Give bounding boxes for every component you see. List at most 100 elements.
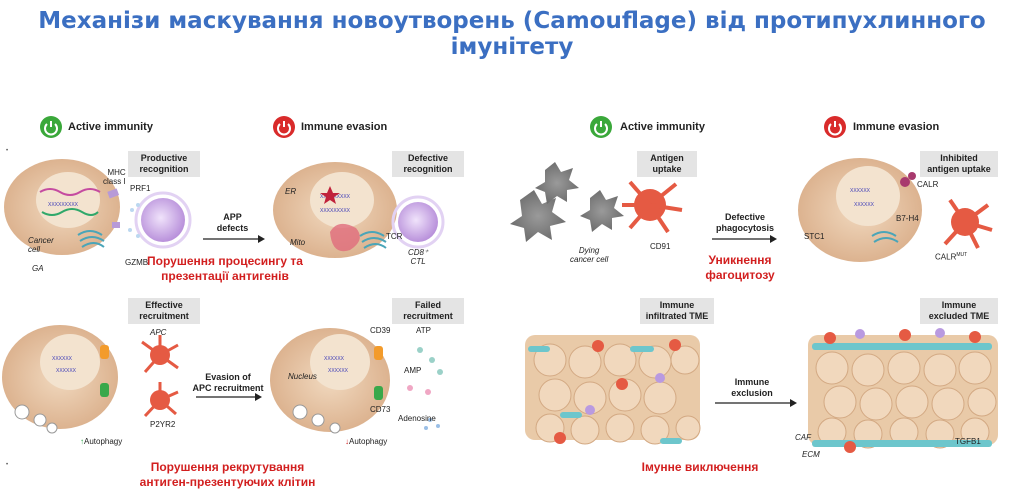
label-prf1: PRF1 bbox=[130, 184, 151, 193]
box-line: recognition bbox=[139, 164, 189, 174]
box-line: Productive bbox=[140, 153, 188, 163]
cancer-cell-productive: XXXXXXXXX bbox=[4, 159, 120, 255]
box-line: Immune bbox=[941, 300, 977, 310]
box-productive-recognition: Productive recognition bbox=[128, 151, 200, 177]
label-autophagy-up: ↑Autophagy bbox=[80, 437, 122, 446]
label-mhc: MHC class I bbox=[103, 168, 126, 186]
caption-phagocytosis: Уникнення фагоцитозу bbox=[705, 253, 775, 282]
box-line: Inhibited bbox=[940, 153, 978, 163]
arrow-label-defective-phagocytosis: Defective phagocytosis bbox=[706, 212, 784, 234]
label-caf: CAF bbox=[795, 433, 811, 442]
power-off-icon bbox=[273, 116, 295, 138]
label-cd8-ctl: CD8⁺ CTL bbox=[408, 248, 428, 266]
label-line: cancer cell bbox=[570, 255, 609, 264]
label-cancer-cell: Cancer cell bbox=[28, 236, 54, 254]
label-tgfb1: TGFB1 bbox=[955, 437, 981, 446]
arrow-up-icon: ↑ bbox=[80, 437, 84, 446]
label-autophagy-down: ↓Autophagy bbox=[345, 437, 387, 446]
box-defective-recognition: Defective recognition bbox=[392, 151, 464, 177]
arrow-line: exclusion bbox=[731, 388, 773, 398]
svg-text:XXXXXX: XXXXXX bbox=[52, 356, 73, 362]
box-line: recruitment bbox=[139, 311, 189, 321]
apc-dendritic-cell bbox=[141, 335, 179, 418]
arrow-label-evasion-apc: Evasion of APC recruitment bbox=[188, 372, 268, 394]
cancer-cell-inhibited-uptake: XXXXXX XXXXXX bbox=[798, 158, 922, 262]
caption-line: антиген-презентуючих клітин bbox=[139, 475, 316, 489]
header-immune-evasion: Immune evasion bbox=[853, 121, 940, 133]
label-line: Dying bbox=[578, 246, 600, 255]
caption-immune-exclusion: Імунне виключення bbox=[641, 460, 759, 474]
caption-line: презентації антигенів bbox=[161, 269, 289, 283]
label-b7h4: B7-H4 bbox=[896, 214, 919, 223]
box-line: antigen uptake bbox=[927, 164, 991, 174]
phagocyte-dendritic bbox=[622, 180, 683, 234]
dendritic-cell-inhibited bbox=[943, 198, 993, 249]
caption-apc-recruitment: Порушення рекрутування антиген-презентую… bbox=[120, 460, 335, 490]
label-adenosine: Adenosine bbox=[398, 414, 436, 423]
svg-text:XXXXXXXXX: XXXXXXXXX bbox=[320, 208, 351, 214]
caption-line: Порушення процесингу та bbox=[147, 254, 303, 268]
autophagy-text: Autophagy bbox=[349, 437, 388, 446]
label-stc1: STC1 bbox=[804, 232, 825, 241]
box-line: excluded TME bbox=[928, 311, 990, 321]
label-cd73: CD73 bbox=[370, 405, 391, 414]
box-line: recognition bbox=[403, 164, 453, 174]
header-active-immunity: Active immunity bbox=[68, 121, 153, 133]
margin-mark: • bbox=[6, 148, 9, 154]
svg-text:XXXXXXXXX: XXXXXXXXX bbox=[320, 194, 351, 200]
label-calr: CALR bbox=[917, 180, 939, 189]
label-line: cell bbox=[28, 245, 41, 254]
svg-text:XXXXXX: XXXXXX bbox=[328, 368, 349, 374]
power-on-icon bbox=[40, 116, 62, 138]
arrow-line: defects bbox=[216, 223, 249, 233]
tme-excluded bbox=[808, 328, 998, 453]
tcell-productive bbox=[128, 191, 192, 249]
label-line: MHC bbox=[107, 168, 126, 177]
arrow-line: phagocytosis bbox=[715, 223, 774, 233]
box-line: uptake bbox=[652, 164, 682, 174]
power-on-icon bbox=[590, 116, 612, 138]
margin-mark: • bbox=[6, 462, 9, 468]
power-off-icon bbox=[824, 116, 846, 138]
box-line: Effective bbox=[145, 300, 183, 310]
arrow-line: APP bbox=[223, 212, 242, 222]
label-ecm: ECM bbox=[802, 450, 820, 459]
svg-text:XXXXXX: XXXXXX bbox=[56, 368, 77, 374]
box-line: Failed bbox=[414, 300, 441, 310]
label-apc: APC bbox=[150, 328, 167, 337]
header-immune-evasion: Immune evasion bbox=[301, 121, 388, 133]
caption-line: Порушення рекрутування bbox=[150, 460, 305, 474]
label-cd91: CD91 bbox=[650, 242, 671, 251]
label-line: class I bbox=[103, 177, 126, 186]
svg-text:XXXXXXXXX: XXXXXXXXX bbox=[48, 202, 79, 208]
cancer-cell-failed-recruitment: XXXXXX XXXXXX bbox=[270, 328, 443, 434]
label-line: CTL bbox=[410, 257, 426, 266]
box-immune-excluded-tme: Immune excluded TME bbox=[920, 298, 998, 324]
box-line: infiltrated TME bbox=[645, 311, 709, 321]
calr-text: CALR bbox=[935, 252, 957, 262]
tcell-defective bbox=[391, 195, 445, 249]
arrow-line: Defective bbox=[724, 212, 766, 222]
label-p2yr2: P2YR2 bbox=[150, 420, 176, 429]
box-line: Antigen bbox=[650, 153, 684, 163]
label-cd39: CD39 bbox=[370, 326, 391, 335]
box-line: Immune bbox=[659, 300, 695, 310]
cancer-cell-recruitment: XXXXXX XXXXXX bbox=[2, 325, 118, 434]
dying-cancer-cells bbox=[510, 162, 624, 242]
autophagy-text: Autophagy bbox=[84, 437, 123, 446]
header-active-immunity: Active immunity bbox=[620, 121, 705, 133]
arrow-down-icon: ↓ bbox=[345, 437, 349, 446]
label-atp: ATP bbox=[416, 326, 431, 335]
arrow-line: APC recruitment bbox=[192, 383, 264, 393]
label-mito: Mito bbox=[290, 238, 306, 247]
arrow-label-immune-exclusion: Immune exclusion bbox=[722, 377, 782, 399]
svg-text:XXXXXX: XXXXXX bbox=[850, 188, 871, 194]
caption-antigen-processing: Порушення процесингу та презентації анти… bbox=[140, 254, 310, 284]
box-immune-infiltrated-tme: Immune infiltrated TME bbox=[640, 298, 714, 324]
arrow-line: Immune bbox=[734, 377, 770, 387]
svg-text:XXXXXX: XXXXXX bbox=[854, 202, 875, 208]
cancer-cell-defective: XXXXXXXXX XXXXXXXXX bbox=[273, 162, 397, 258]
label-ga: GA bbox=[32, 264, 44, 273]
box-inhibited-antigen-uptake: Inhibited antigen uptake bbox=[920, 151, 998, 177]
